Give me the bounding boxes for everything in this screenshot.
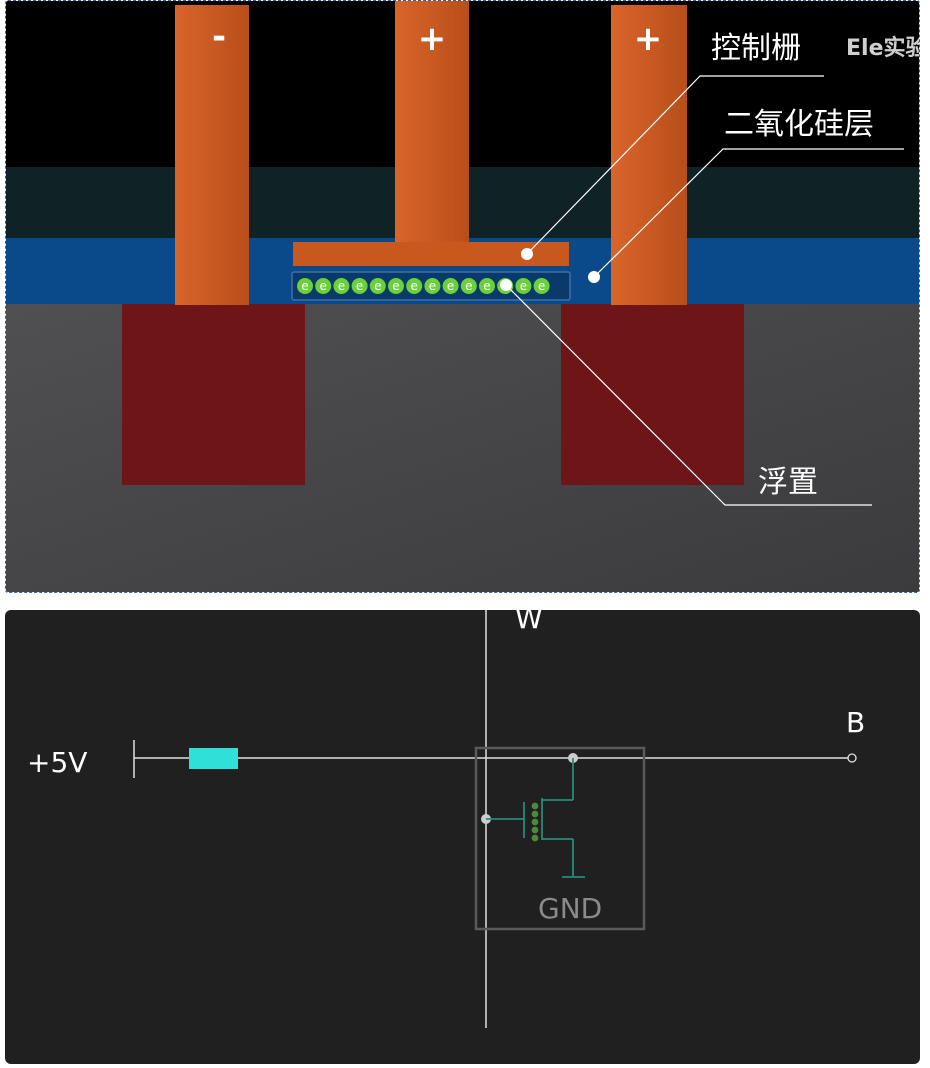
watermark: Ele实验	[846, 35, 919, 61]
bit-line-label: B	[846, 706, 865, 739]
electron	[406, 278, 423, 294]
electron	[388, 278, 404, 294]
electron	[333, 278, 350, 294]
leader-lines	[505, 75, 904, 506]
source-region	[122, 304, 305, 485]
electron-label: e	[392, 279, 399, 293]
control-gate-marker	[521, 248, 533, 260]
electron-label: e	[429, 279, 436, 293]
floating-gate-cross-section: - + + eeeeeeeeeeeeee 控制栅 Ele实验 二氧化硅层 浮置	[5, 0, 920, 593]
electron	[351, 278, 368, 294]
drain-region	[561, 304, 744, 485]
electron-label: e	[320, 279, 327, 293]
control-gate-stem	[395, 1, 469, 243]
electron	[515, 278, 532, 294]
electron-label: e	[465, 279, 472, 293]
cross-section-svg: - + + eeeeeeeeeeeeee 控制栅 Ele实验 二氧化硅层 浮置	[6, 1, 919, 592]
floating-gate-leader	[505, 284, 872, 506]
electron-label: e	[301, 279, 308, 293]
oxide-layer-marker	[588, 271, 600, 283]
electron-label: e	[520, 279, 527, 293]
oxide-layer-label: 二氧化硅层	[724, 107, 874, 142]
drain-terminal-sign: +	[634, 19, 663, 59]
electron	[442, 278, 459, 294]
cell-box	[474, 746, 646, 931]
supply-label: +5V	[27, 746, 87, 779]
floating-gate-marker	[500, 279, 512, 291]
control-gate-leader	[526, 75, 824, 255]
bit-line-terminal	[847, 753, 857, 763]
electron-label: e	[411, 279, 418, 293]
electron	[479, 278, 495, 294]
electron	[297, 278, 313, 294]
pull-up-resistor	[189, 748, 238, 769]
ground-label: GND	[538, 892, 602, 925]
electron	[369, 278, 386, 294]
electron-label: e	[483, 279, 490, 293]
electron	[315, 278, 332, 294]
control-gate-label: 控制栅	[711, 31, 801, 66]
circuit-svg: W +5V B GND	[27, 610, 865, 1028]
memory-cell-circuit: W +5V B GND	[5, 610, 920, 1064]
electron-label: e	[338, 279, 345, 293]
electron-label: e	[538, 279, 545, 293]
oxide-layer-leader	[593, 148, 904, 278]
electron-label: e	[374, 279, 381, 293]
floating-gate-transistor	[486, 758, 585, 878]
floating-gate-label: 浮置	[758, 465, 818, 500]
electron-label: e	[447, 279, 454, 293]
gate-terminal-sign: +	[418, 19, 447, 59]
source-electrode	[175, 5, 249, 305]
electron-label: e	[356, 279, 363, 293]
electron	[424, 278, 441, 294]
electron	[460, 278, 477, 294]
stored-charge-dots	[531, 802, 539, 842]
electron	[533, 278, 550, 294]
source-terminal-sign: -	[212, 17, 226, 57]
word-line-label: W	[515, 610, 543, 635]
